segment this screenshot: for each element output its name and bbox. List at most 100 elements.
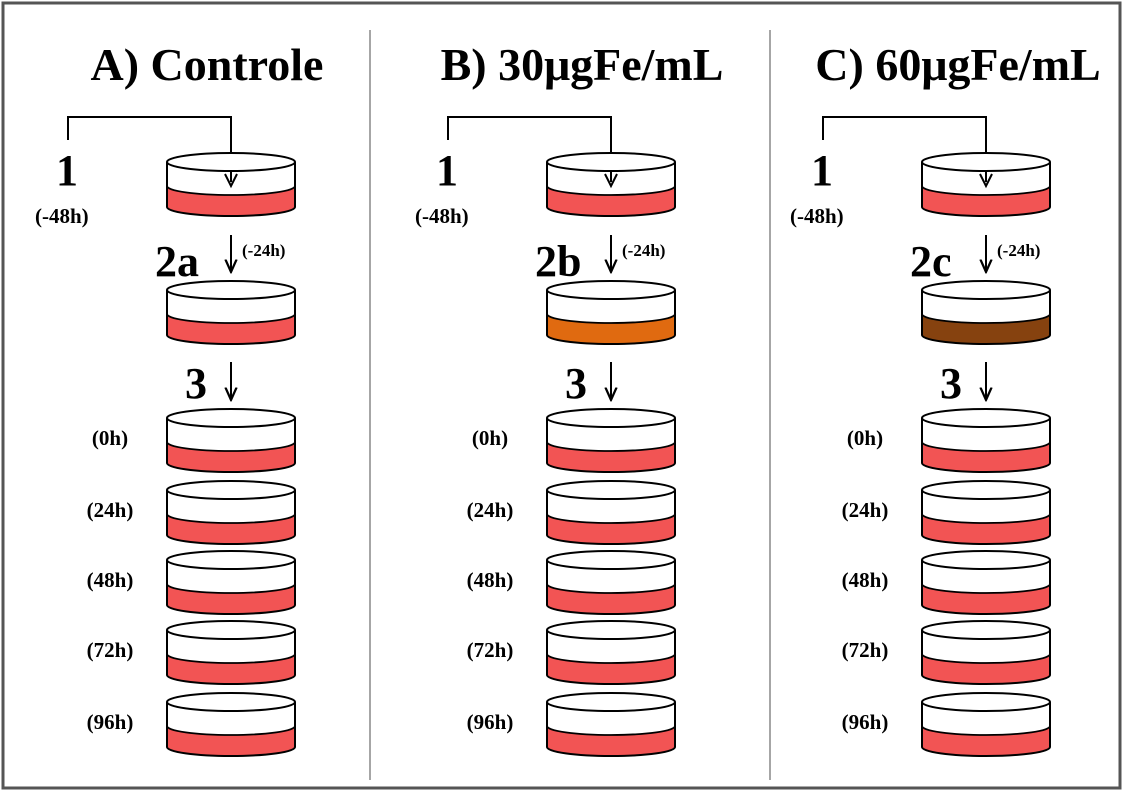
timepoint-label: (0h) — [92, 426, 128, 450]
panel-b: B) 30μgFe/mL1(-48h)2b(-24h)3(0h)(24h)(48… — [415, 39, 724, 757]
dish-seeding — [166, 152, 296, 217]
dish-timepoint — [921, 408, 1051, 473]
step-2-time: (-24h) — [622, 241, 665, 260]
dish-timepoint — [921, 692, 1051, 757]
dish-medium — [547, 584, 675, 614]
dish-medium — [922, 186, 1050, 216]
dish-rim — [166, 550, 296, 570]
dish-timepoint — [166, 480, 296, 545]
timepoint-label: (96h) — [842, 710, 889, 734]
step-3-label: 3 — [565, 359, 587, 408]
dish-rim — [546, 620, 676, 640]
panel-title: C) 60μgFe/mL — [815, 39, 1100, 90]
dish-timepoint — [921, 480, 1051, 545]
dish-medium — [547, 654, 675, 684]
dish-rim — [921, 408, 1051, 428]
dish-timepoint — [166, 692, 296, 757]
dish-rim — [546, 280, 676, 300]
seeding-arrow — [67, 116, 232, 182]
dish-medium — [922, 654, 1050, 684]
dish-treatment — [921, 280, 1051, 345]
step-1-time: (-48h) — [35, 204, 89, 228]
dish-medium — [167, 514, 295, 544]
dish-rim — [921, 480, 1051, 500]
dish-timepoint — [166, 408, 296, 473]
step-1-time: (-48h) — [790, 204, 844, 228]
step-1-time: (-48h) — [415, 204, 469, 228]
timepoint-label: (72h) — [842, 638, 889, 662]
dish-medium — [167, 186, 295, 216]
dish-rim — [546, 550, 676, 570]
step-2-time: (-24h) — [997, 241, 1040, 260]
timepoint-label: (96h) — [467, 710, 514, 734]
dish-rim — [166, 280, 296, 300]
dish-seeding — [921, 152, 1051, 217]
dish-seeding — [546, 152, 676, 217]
seeding-arrowhead — [979, 173, 993, 189]
timepoint-label: (0h) — [472, 426, 508, 450]
dish-rim — [546, 480, 676, 500]
seeding-arrowhead — [224, 173, 238, 189]
dish-rim — [166, 152, 296, 172]
step-1-label: 1 — [56, 146, 78, 195]
dish-rim — [166, 480, 296, 500]
dish-medium — [547, 442, 675, 472]
step-2-time: (-24h) — [242, 241, 285, 260]
dish-medium — [167, 726, 295, 756]
dish-timepoint — [546, 480, 676, 545]
dish-rim — [546, 692, 676, 712]
dish-timepoint — [921, 550, 1051, 615]
dish-rim — [166, 408, 296, 428]
timepoint-label: (48h) — [467, 568, 514, 592]
timepoint-label: (72h) — [87, 638, 134, 662]
dish-rim — [166, 692, 296, 712]
step-3-label: 3 — [185, 359, 207, 408]
step-2-label: 2a — [155, 237, 199, 286]
dish-timepoint — [166, 620, 296, 685]
dish-medium — [547, 186, 675, 216]
dish-rim — [921, 280, 1051, 300]
dish-medium — [922, 584, 1050, 614]
dish-medium — [167, 654, 295, 684]
dish-timepoint — [546, 692, 676, 757]
step-2-label: 2b — [535, 237, 581, 286]
dish-timepoint — [921, 620, 1051, 685]
dish-timepoint — [546, 620, 676, 685]
panel-title: A) Controle — [91, 39, 324, 90]
seeding-arrowhead — [604, 173, 618, 189]
dish-rim — [546, 152, 676, 172]
timepoint-label: (96h) — [87, 710, 134, 734]
dish-medium — [922, 314, 1050, 344]
seeding-arrow — [822, 116, 987, 182]
dish-rim — [546, 408, 676, 428]
timepoint-label: (48h) — [87, 568, 134, 592]
dish-rim — [921, 550, 1051, 570]
dish-medium — [922, 514, 1050, 544]
dish-timepoint — [546, 408, 676, 473]
dish-medium — [547, 514, 675, 544]
dish-timepoint — [546, 550, 676, 615]
step-1-label: 1 — [811, 146, 833, 195]
timepoint-label: (24h) — [842, 498, 889, 522]
dish-rim — [166, 620, 296, 640]
timepoint-label: (0h) — [847, 426, 883, 450]
panel-title: B) 30μgFe/mL — [441, 39, 724, 90]
dish-medium — [922, 442, 1050, 472]
dish-rim — [921, 692, 1051, 712]
timepoint-label: (48h) — [842, 568, 889, 592]
panel-c: C) 60μgFe/mL1(-48h)2c(-24h)3(0h)(24h)(48… — [790, 39, 1101, 757]
dish-medium — [167, 314, 295, 344]
timepoint-label: (72h) — [467, 638, 514, 662]
dish-medium — [922, 726, 1050, 756]
step-1-label: 1 — [436, 146, 458, 195]
dish-medium — [547, 726, 675, 756]
dish-medium — [167, 442, 295, 472]
timepoint-label: (24h) — [87, 498, 134, 522]
dish-treatment — [166, 280, 296, 345]
dish-rim — [921, 152, 1051, 172]
step-2-label: 2c — [910, 237, 952, 286]
dish-medium — [167, 584, 295, 614]
dish-rim — [921, 620, 1051, 640]
